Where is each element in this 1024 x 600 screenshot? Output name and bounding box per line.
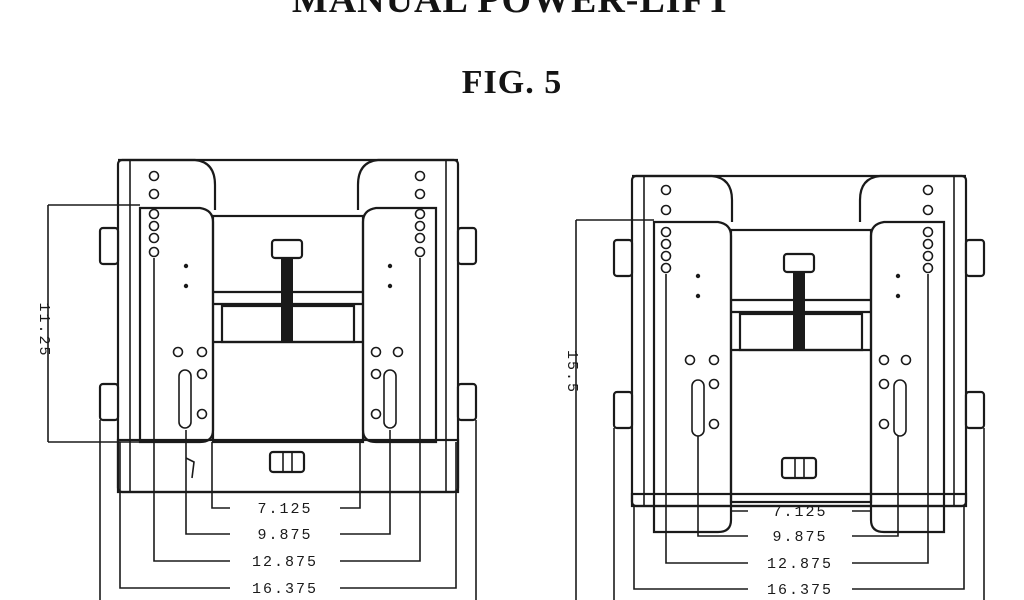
left-height-dimension: 11.25 <box>35 302 52 357</box>
left-bracket-drawing: 11.25 7.125 9.875 12.875 16.375 <box>35 158 478 600</box>
figure-label: FIG. 5 <box>461 64 563 101</box>
right-inner-plate-r <box>869 220 946 534</box>
left-inner-plate-r <box>361 206 438 444</box>
right-inner-plate-l <box>652 220 733 534</box>
bolt-icon <box>964 390 986 430</box>
bolt-icon <box>456 382 478 422</box>
page-title: MANUAL POWER-LIFT <box>291 0 733 21</box>
bolt-icon <box>456 226 478 266</box>
right-bracket-drawing: 15.5 7.125 9.875 12.875 16.375 <box>563 174 986 600</box>
right-width-dim-4: 16.375 <box>767 582 833 599</box>
right-width-dim-1: 7.125 <box>772 504 827 521</box>
right-width-dim-3: 12.875 <box>767 556 833 573</box>
bolt-icon <box>612 390 634 430</box>
left-width-dim-4: 16.375 <box>252 581 318 598</box>
left-width-dim-3: 12.875 <box>252 554 318 571</box>
left-inner-plate-l <box>138 206 215 444</box>
left-width-dim-2: 9.875 <box>257 527 312 544</box>
bolt-icon <box>612 238 634 278</box>
right-height-dimension: 15.5 <box>563 350 580 394</box>
bolt-icon <box>98 382 120 422</box>
bolt-icon <box>98 226 120 266</box>
left-width-dim-1: 7.125 <box>257 501 312 518</box>
right-width-dim-2: 9.875 <box>772 529 827 546</box>
bolt-icon <box>964 238 986 278</box>
